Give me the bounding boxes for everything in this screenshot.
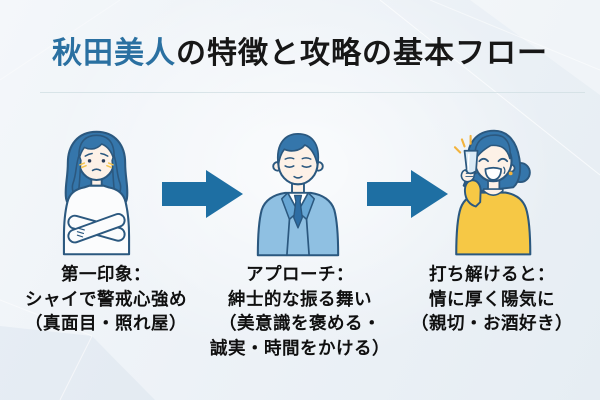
- step-caption-approach: アプローチ： 紳士的な振る舞い （美意識を褒める・ 誠実・時間をかける）: [194, 262, 406, 360]
- arrow-shape: [162, 170, 243, 218]
- flow-arrow-icon: [162, 170, 243, 218]
- cheerful-woman-illustration: [453, 129, 532, 256]
- arrow-shape: [367, 170, 448, 218]
- caption-line: 第一印象：: [61, 264, 151, 284]
- title-highlight: 秋田美人: [52, 37, 176, 70]
- title-divider: [40, 92, 585, 93]
- step-caption-first-impression: 第一印象： シャイで警戒心強め （真面目・照れ屋）: [0, 262, 212, 336]
- caption-line: 打ち解けると：: [429, 264, 555, 284]
- caption-line: 誠実・時間をかける）: [210, 337, 390, 358]
- shy-woman-illustration: [62, 130, 131, 256]
- caption-line: 紳士的な振る舞い: [228, 288, 372, 309]
- caption-line: シャイで警戒心強め: [25, 288, 187, 309]
- gentleman-illustration: [256, 133, 340, 257]
- caption-line: アプローチ：: [246, 264, 354, 284]
- caption-line: （美意識を褒める・: [219, 313, 381, 333]
- flow-arrow-icon: [367, 170, 448, 218]
- title-rest: の特徴と攻略の基本フロー: [176, 37, 548, 70]
- caption-line: 情に厚く陽気に: [429, 288, 555, 309]
- caption-line: （親切・お酒好き）: [411, 313, 573, 333]
- page-title: 秋田美人の特徴と攻略の基本フロー: [0, 28, 600, 72]
- caption-line: （真面目・照れ屋）: [25, 313, 187, 333]
- step-caption-opened-up: 打ち解けると： 情に厚く陽気に （親切・お酒好き）: [386, 262, 598, 336]
